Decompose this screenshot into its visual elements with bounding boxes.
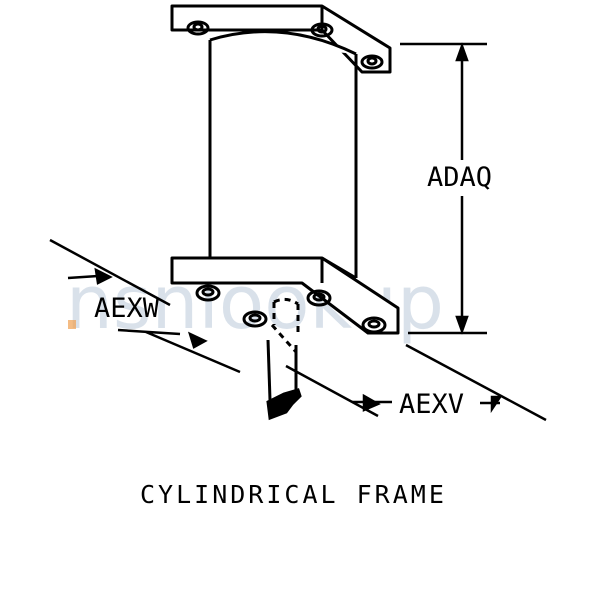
dimension-label-aexw: AEXW — [94, 293, 160, 324]
top-flange — [170, 4, 392, 74]
bottom-bolt-hole-far-right — [361, 316, 387, 334]
bottom-bolt-hole-left — [195, 284, 221, 302]
bottom-bolt-hole-front — [242, 310, 268, 328]
top-bolt-hole-left — [186, 20, 210, 36]
dimension-label-adaq: ADAQ — [427, 162, 492, 193]
watermark-dot — [68, 320, 76, 329]
bottom-flange — [170, 256, 400, 335]
mounting-stud — [266, 297, 302, 421]
diagram-caption: CYLINDRICAL FRAME — [140, 480, 447, 509]
cylinder-body — [208, 30, 358, 280]
dimension-aexw — [49, 238, 241, 374]
dimension-adaq — [400, 42, 487, 335]
top-bolt-hole-right — [360, 54, 384, 70]
dimension-aexv — [285, 343, 547, 422]
bottom-bolt-hole-right — [306, 289, 332, 307]
top-bolt-hole-middle — [310, 22, 334, 38]
dimension-label-aexv: AEXV — [399, 389, 464, 420]
